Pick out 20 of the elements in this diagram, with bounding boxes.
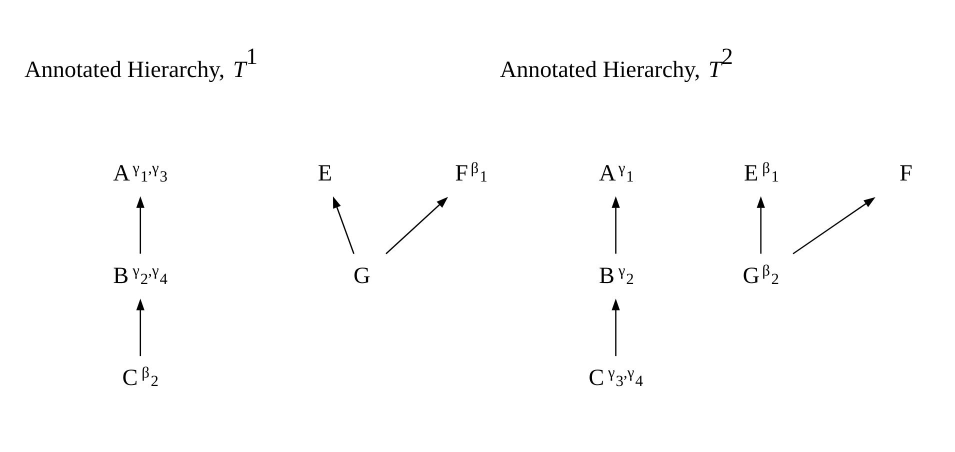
node-text: E xyxy=(744,160,758,187)
node-text: E xyxy=(318,160,332,187)
arrow xyxy=(136,298,144,356)
node-text: B xyxy=(113,262,129,289)
arrow xyxy=(612,196,620,254)
node-text: G xyxy=(353,262,370,289)
arrow xyxy=(332,196,354,254)
node-text: C xyxy=(588,365,604,392)
node-text: G xyxy=(742,262,760,289)
node-text: F xyxy=(899,160,912,187)
node-text: B xyxy=(598,262,614,289)
arrow xyxy=(136,196,144,254)
node-text: C xyxy=(122,365,138,392)
arrow xyxy=(386,196,448,254)
node-text: A xyxy=(113,160,130,187)
arrow xyxy=(612,298,620,356)
arrow xyxy=(792,197,876,254)
node-text: A xyxy=(598,160,616,187)
arrow xyxy=(756,196,765,254)
node-text: F xyxy=(455,160,468,187)
